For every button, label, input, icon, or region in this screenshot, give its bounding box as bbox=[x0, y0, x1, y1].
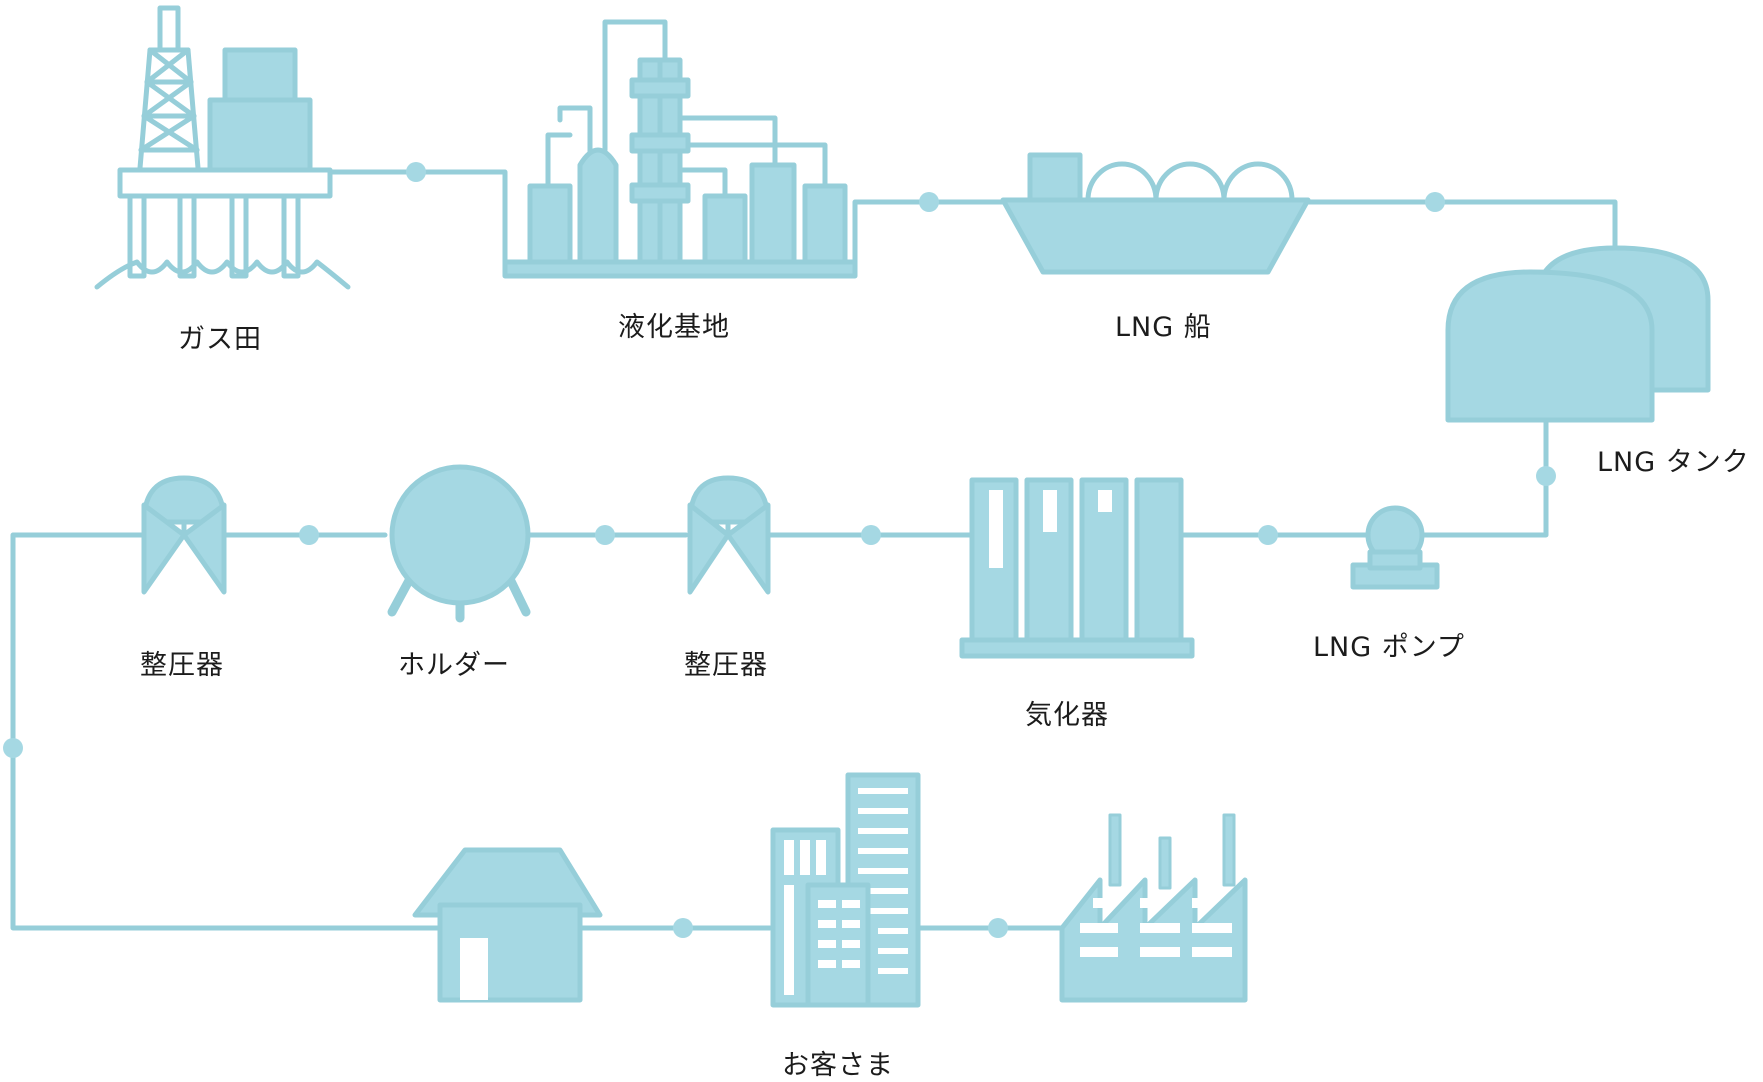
label-liquefaction-base: 液化基地 bbox=[618, 312, 730, 343]
label-lng-pump: LNG ポンプ bbox=[1313, 632, 1465, 663]
pipe-liquefaction-to-ship bbox=[852, 199, 1008, 275]
vaporizer-icon bbox=[959, 477, 1195, 659]
label-customers: お客さま bbox=[782, 1050, 894, 1081]
oil-rig-icon bbox=[94, 5, 351, 290]
office-building-icon bbox=[770, 772, 921, 1008]
pipe-joint bbox=[3, 738, 23, 758]
pipe-joints bbox=[3, 162, 1556, 938]
liquefaction-plant-icon bbox=[502, 19, 858, 279]
pressure-regulator-icon bbox=[141, 475, 227, 595]
pressure-regulator-icon bbox=[687, 475, 771, 595]
pipe-joint bbox=[673, 918, 693, 938]
pipe-joint bbox=[988, 918, 1008, 938]
pipe-joint bbox=[1425, 192, 1445, 212]
label-gas-holder: ホルダー bbox=[398, 650, 510, 681]
lng-pump-icon bbox=[1350, 505, 1440, 590]
gas-holder-icon bbox=[387, 464, 531, 623]
label-pressure-regulator-right: 整圧器 bbox=[684, 650, 768, 681]
pipe-tank-to-pump bbox=[1419, 417, 1549, 538]
factory-icon bbox=[1059, 813, 1248, 1003]
label-lng-ship: LNG 船 bbox=[1115, 312, 1212, 343]
label-lng-tank: LNG タンク bbox=[1597, 447, 1750, 478]
pipe-joint bbox=[406, 162, 426, 182]
lng-tank-icon bbox=[1445, 245, 1711, 423]
pipe-regulator-to-customers bbox=[10, 532, 443, 931]
label-gas-field: ガス田 bbox=[178, 324, 262, 355]
pipe-joint bbox=[861, 525, 881, 545]
pipe-joint bbox=[1536, 466, 1556, 486]
lng-ship-icon bbox=[1000, 152, 1311, 275]
label-pressure-regulator-left: 整圧器 bbox=[140, 650, 224, 681]
pipe-joint bbox=[595, 525, 615, 545]
pipe-ship-to-tank bbox=[1305, 199, 1618, 251]
pipe-joint bbox=[1258, 525, 1278, 545]
pipe-joint bbox=[919, 192, 939, 212]
label-vaporizer: 気化器 bbox=[1025, 700, 1109, 731]
pipe-joint bbox=[299, 525, 319, 545]
house-icon bbox=[412, 847, 603, 1003]
